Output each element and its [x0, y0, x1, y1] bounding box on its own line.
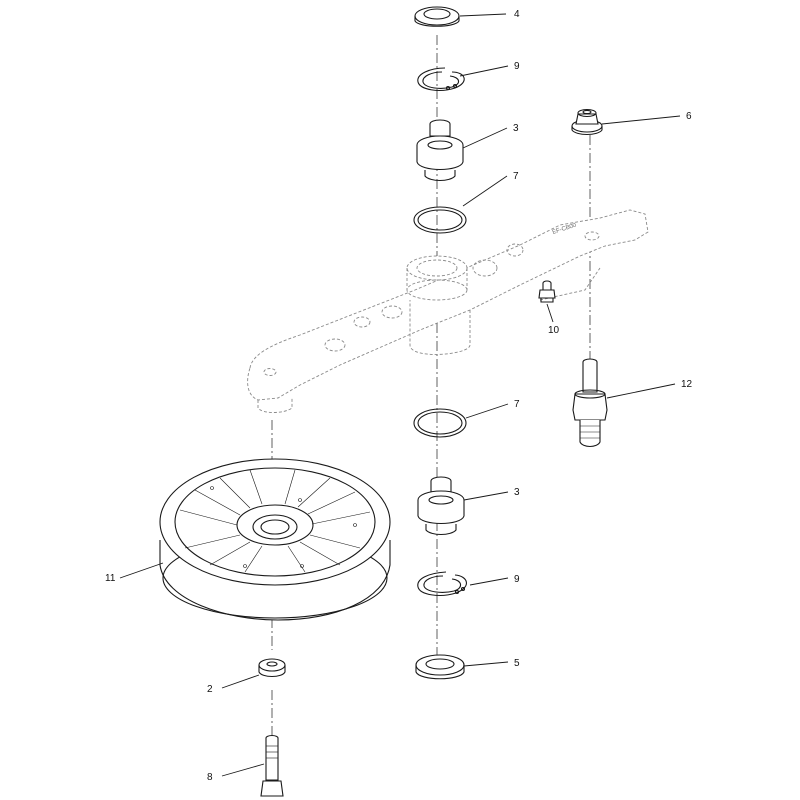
callout-2: 2: [207, 684, 213, 695]
retaining-ring-top-part-9: [417, 67, 465, 91]
callout-3: 3: [513, 123, 519, 134]
idler-arm: EF-CB00: [247, 209, 649, 413]
seal-top-part-4: [414, 6, 460, 27]
callout-10: 10: [548, 325, 560, 336]
o-ring-lower-part-7: [413, 408, 467, 438]
seal-bottom-part-5: [415, 654, 465, 680]
o-ring-upper-part-7: [413, 206, 467, 234]
arm-pivot-boss: [406, 255, 468, 301]
callout-9: 9: [514, 61, 520, 72]
leader-lines: [119, 13, 681, 777]
callout-11: 11: [105, 573, 116, 584]
grease-fitting-part-10: [538, 280, 556, 303]
callout-3-lower: 3: [514, 487, 520, 498]
washer-part-2: [258, 658, 286, 678]
callout-7-lower: 7: [514, 399, 520, 410]
callout-9-lower: 9: [514, 574, 520, 585]
bolt-part-8: [260, 734, 284, 797]
callout-8: 8: [207, 772, 213, 783]
callout-labels: 4 9 3 6 7 10 12 7 3 11 9 5 2 8: [105, 9, 693, 783]
callout-4: 4: [514, 9, 520, 20]
bearing-lower-part-3: [417, 476, 465, 536]
bearing-upper-part-3: [416, 119, 464, 182]
retaining-ring-lower-part-9: [417, 571, 467, 596]
callout-7: 7: [513, 171, 519, 182]
callout-6: 6: [686, 111, 692, 122]
flange-nut-part-6: [571, 108, 603, 136]
idler-pulley-part-11: [159, 458, 391, 621]
callout-12: 12: [681, 379, 693, 390]
callout-5: 5: [514, 658, 520, 669]
stud-part-12: [572, 358, 608, 448]
